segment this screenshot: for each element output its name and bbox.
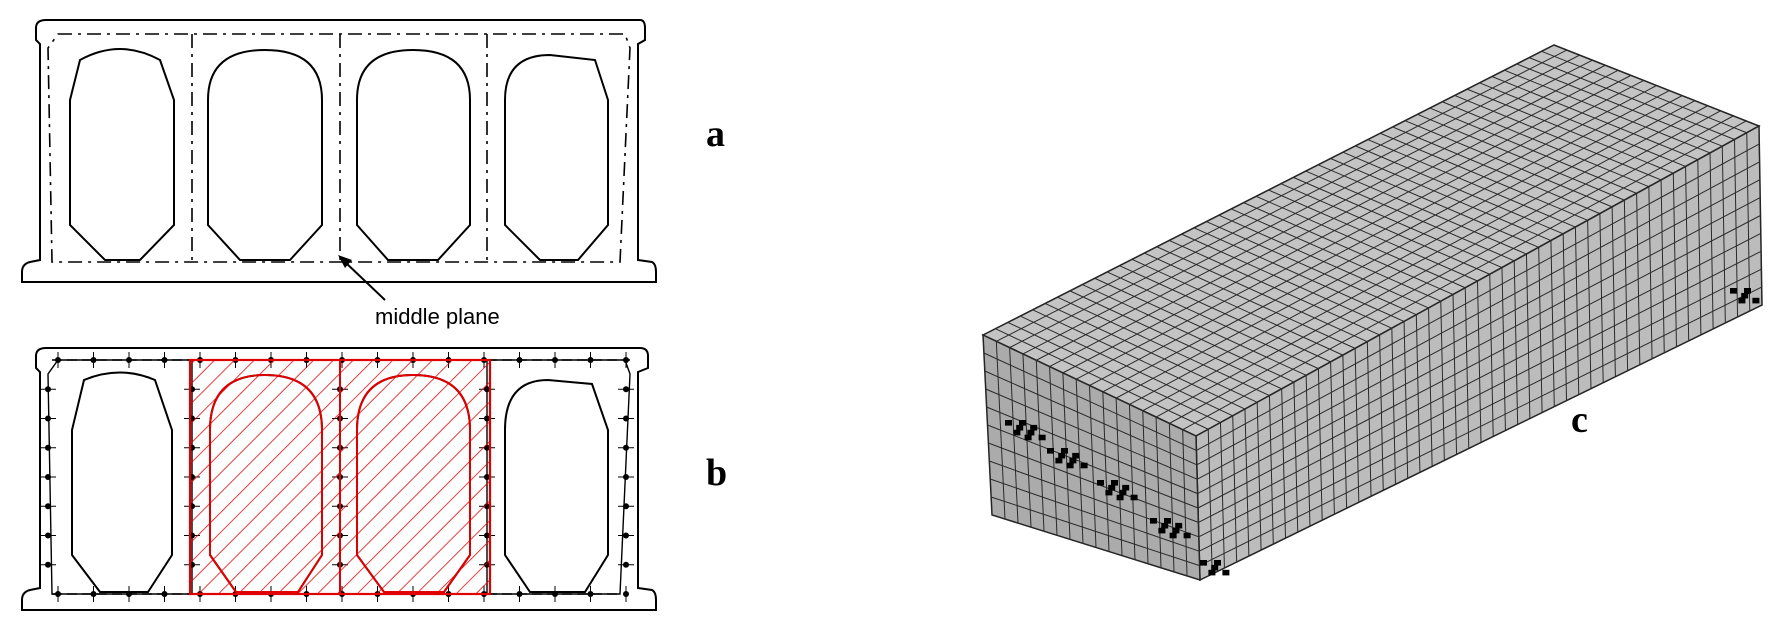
top-grid-line	[1182, 120, 1747, 431]
side-grid-line	[1196, 126, 1760, 437]
top-grid-line	[1169, 115, 1734, 424]
callout-leader	[344, 261, 386, 301]
panel-letter-c: c	[1571, 399, 1588, 441]
top-grid-line	[996, 49, 1568, 342]
side-grid-line	[1197, 197, 1761, 495]
support-block	[1741, 292, 1749, 299]
support-block	[1097, 480, 1104, 486]
support-block	[1222, 569, 1230, 576]
support-block	[1172, 527, 1180, 534]
callout-text: middle plane	[375, 304, 500, 329]
front-grid-line	[985, 388, 1198, 480]
top-grid-line	[1022, 59, 1593, 355]
side-grid-line	[1198, 232, 1762, 523]
side-grid-line	[1197, 215, 1761, 509]
top-grid-line	[1062, 74, 1632, 374]
arrow-icon	[338, 255, 352, 268]
front-grid-line	[983, 352, 1197, 451]
slab-outline	[21, 19, 657, 283]
support-block	[1158, 527, 1166, 534]
support-block	[1150, 518, 1157, 524]
front-grid-line	[987, 424, 1199, 509]
middle-plane-outline	[47, 33, 631, 263]
panel-letter-b: b	[706, 452, 727, 494]
support-block	[1130, 494, 1138, 501]
support-block	[1211, 564, 1219, 571]
top-grid-line	[1036, 64, 1606, 361]
panel-a-cross-section	[21, 19, 657, 283]
top-grid-line	[1142, 105, 1708, 412]
support-block	[1047, 448, 1054, 454]
support-block	[1164, 518, 1171, 524]
front-grid-line	[990, 478, 1200, 552]
top-grid-line	[1049, 69, 1619, 368]
support-block	[1030, 424, 1038, 431]
side-grid	[1196, 126, 1762, 580]
support-block	[1066, 462, 1074, 469]
support-block	[1038, 434, 1046, 441]
support-block	[1024, 434, 1032, 441]
support-block	[1752, 297, 1760, 304]
void-2	[207, 48, 323, 261]
support-block	[1019, 420, 1026, 426]
support-block	[1738, 297, 1746, 304]
side-grid-line	[1198, 250, 1762, 538]
support-block	[1208, 569, 1216, 576]
support-block	[1116, 494, 1124, 501]
void-3	[356, 48, 471, 261]
support-block	[1161, 522, 1169, 529]
support-block	[1122, 484, 1130, 491]
support-block	[1111, 480, 1118, 486]
top-grid-line	[1115, 95, 1683, 399]
slab-outline-b	[21, 347, 657, 611]
support-block	[1169, 532, 1177, 539]
support-block	[1730, 288, 1737, 294]
panel-letter-a: a	[706, 113, 725, 155]
support-block	[1105, 489, 1113, 496]
support-block	[1069, 457, 1077, 464]
support-block	[1027, 429, 1035, 436]
panel-c-3d-mesh	[981, 44, 1763, 582]
support-block	[1108, 484, 1116, 491]
front-grid-line	[988, 442, 1199, 523]
side-grid-line	[1196, 161, 1760, 466]
side-grid-line	[1199, 286, 1762, 567]
front-grid-line	[984, 370, 1198, 466]
void-b-1	[71, 371, 173, 593]
side-grid-line	[1198, 268, 1762, 552]
middle-plane-callout: middle plane	[338, 255, 500, 329]
hatched-void-3	[356, 373, 471, 593]
support-block	[1061, 448, 1068, 454]
support-block	[1119, 489, 1127, 496]
top-grid-line	[1089, 85, 1657, 386]
support-block	[1072, 452, 1080, 459]
top-grid-line	[1155, 110, 1721, 418]
support-block	[1183, 532, 1191, 539]
support-block	[1080, 462, 1088, 469]
side-grid-line	[1196, 179, 1761, 480]
support-block	[1013, 429, 1021, 436]
support-block	[1214, 560, 1221, 566]
support-markers	[1005, 288, 1760, 576]
hatched-void-2	[209, 373, 323, 593]
support-block	[1200, 560, 1207, 566]
hatched-region	[188, 358, 492, 596]
side-grid-line	[1196, 143, 1760, 451]
void-1	[69, 48, 175, 261]
support-block	[1175, 522, 1183, 529]
support-block	[1744, 288, 1751, 294]
support-block	[1055, 457, 1063, 464]
support-block	[1005, 420, 1012, 426]
top-grid	[983, 45, 1759, 436]
void-b-4	[504, 378, 609, 593]
void-4	[504, 53, 609, 261]
top-grid-line	[1102, 90, 1670, 393]
top-grid-line	[1009, 54, 1580, 349]
support-block	[1016, 424, 1024, 431]
support-block	[1058, 452, 1066, 459]
top-grid-line	[1075, 79, 1644, 380]
front-grid-line	[990, 496, 1200, 567]
top-grid-line	[1129, 100, 1696, 405]
